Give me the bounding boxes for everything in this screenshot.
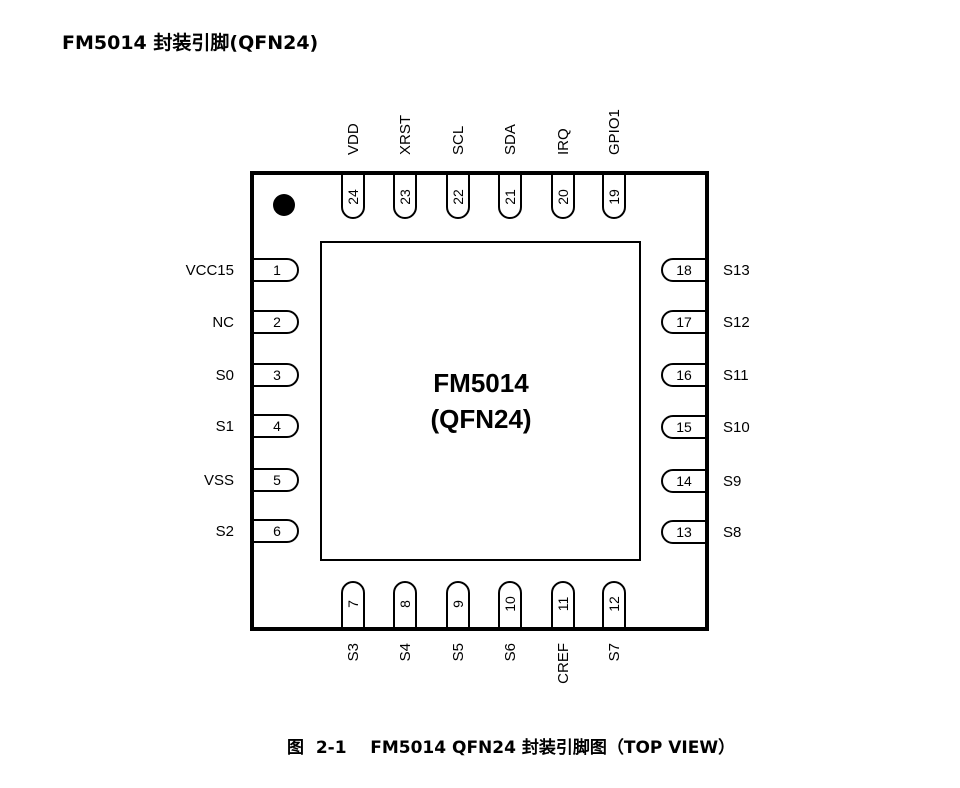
- pin-label-9: S5: [450, 643, 467, 661]
- pin-label-24: VDD: [345, 123, 362, 155]
- pin-number-17: 17: [676, 314, 692, 330]
- pin-pad-6: [254, 519, 299, 543]
- pin-label-3: S0: [216, 367, 234, 384]
- pin-pad-5: [254, 468, 299, 492]
- pin-pad-17: [661, 310, 705, 334]
- pin-pad-1: [254, 258, 299, 282]
- pin-label-7: S3: [345, 643, 362, 661]
- pin-number-9: 9: [450, 600, 466, 608]
- pin-label-12: S7: [606, 643, 623, 661]
- pin-number-16: 16: [676, 367, 692, 383]
- pin-label-2: NC: [212, 314, 234, 331]
- pin-pad-8: [393, 581, 417, 627]
- pin-pad-4: [254, 414, 299, 438]
- pin-label-14: S9: [723, 473, 741, 490]
- pin-number-1: 1: [273, 262, 281, 278]
- pin-pad-19: [602, 175, 626, 219]
- pin-number-15: 15: [676, 419, 692, 435]
- pin-number-19: 19: [606, 189, 622, 205]
- pin-number-10: 10: [502, 596, 518, 612]
- pin-pad-14: [661, 469, 705, 493]
- pin-number-22: 22: [450, 189, 466, 205]
- pin-number-6: 6: [273, 523, 281, 539]
- pin-pad-12: [602, 581, 626, 627]
- pin-label-20: IRQ: [555, 128, 572, 155]
- pin-label-10: S6: [502, 643, 519, 661]
- pin-label-23: XRST: [397, 115, 414, 155]
- pin-label-21: SDA: [502, 124, 519, 155]
- pin-label-16: S11: [723, 367, 749, 384]
- figure-caption: 图 2-1 FM5014 QFN24 封装引脚图（TOP VIEW）: [287, 738, 736, 758]
- pin-pad-7: [341, 581, 365, 627]
- pin-label-1: VCC15: [186, 262, 234, 279]
- pin-pad-13: [661, 520, 705, 544]
- pin-pad-22: [446, 175, 470, 219]
- pin-label-4: S1: [216, 418, 234, 435]
- pin-label-11: CREF: [555, 643, 572, 684]
- pin-number-12: 12: [606, 596, 622, 612]
- pin-number-5: 5: [273, 472, 281, 488]
- pin-label-13: S8: [723, 524, 741, 541]
- pin-pad-16: [661, 363, 705, 387]
- pins-layer: 1 VCC15 2 NC 3 S0 4 S1 5 VSS 6 S2 13 S8 14 S9 15 S10 16 S11…: [186, 109, 750, 684]
- package-outline: [250, 171, 709, 631]
- pin-label-6: S2: [216, 523, 234, 540]
- pin-number-23: 23: [397, 189, 413, 205]
- page-heading: FM5014 封装引脚(QFN24): [62, 32, 319, 54]
- pin-pad-10: [498, 581, 522, 627]
- pin-number-24: 24: [345, 189, 361, 205]
- pin-pad-18: [661, 258, 705, 282]
- pin-number-13: 13: [676, 524, 692, 540]
- pin-number-21: 21: [502, 189, 518, 205]
- pin-pad-23: [393, 175, 417, 219]
- pin-label-15: S10: [723, 419, 750, 436]
- pin-pad-11: [551, 581, 575, 627]
- pin-number-2: 2: [273, 314, 281, 330]
- pin1-marker-dot: [273, 194, 295, 216]
- pin-number-8: 8: [397, 600, 413, 608]
- pin-number-18: 18: [676, 262, 692, 278]
- pin-label-18: S13: [723, 262, 750, 279]
- pin-pad-9: [446, 581, 470, 627]
- pin-pad-20: [551, 175, 575, 219]
- exposed-pad: [320, 241, 641, 561]
- pin-label-22: SCL: [450, 126, 467, 155]
- chip-name-line1: FM5014: [433, 368, 529, 398]
- pin-label-17: S12: [723, 314, 750, 331]
- chip-name-line2: (QFN24): [430, 404, 531, 434]
- pin-label-19: GPIO1: [606, 109, 623, 155]
- pin-label-8: S4: [397, 643, 414, 661]
- pin-number-3: 3: [273, 367, 281, 383]
- pin-label-5: VSS: [204, 472, 234, 489]
- pin-number-7: 7: [345, 600, 361, 608]
- pin-number-14: 14: [676, 473, 692, 489]
- pin-number-11: 11: [555, 597, 571, 612]
- pin-pad-2: [254, 310, 299, 334]
- pin-pad-24: [341, 175, 365, 219]
- pin-pad-21: [498, 175, 522, 219]
- pin-pad-3: [254, 363, 299, 387]
- pin-number-20: 20: [555, 189, 571, 205]
- pin-number-4: 4: [273, 418, 281, 434]
- pin-pad-15: [661, 415, 705, 439]
